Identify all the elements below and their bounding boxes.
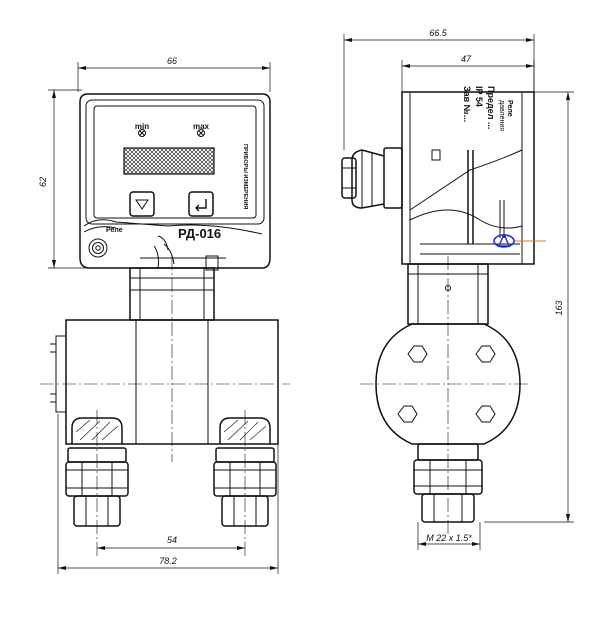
side-label-line3: Предел ... xyxy=(486,86,496,129)
side-housing xyxy=(401,91,535,265)
side-label-line4: IP 54 xyxy=(474,86,484,107)
dim-thread-text: M 22 x 1.5* xyxy=(426,533,472,543)
min-label: min xyxy=(135,122,149,131)
side-cable-gland xyxy=(341,147,403,209)
side-label-line2: давления xyxy=(498,100,505,131)
bolt-hex-bottom-right-icon xyxy=(475,405,496,423)
ground-screw-icon xyxy=(88,238,108,258)
calibration-marker-icon xyxy=(493,232,546,248)
max-label: max xyxy=(193,122,210,131)
dim-overall-width-text: 78.2 xyxy=(159,556,177,566)
dim-side-depth-text: 66.5 xyxy=(429,28,448,38)
dim-front-height-text: 62 xyxy=(38,177,48,187)
model-label: РД-016 xyxy=(178,226,221,241)
min-indicator-icon xyxy=(138,129,146,137)
side-view: 66.5 47 163 xyxy=(341,28,574,550)
side-label-line1: Реле xyxy=(506,100,513,117)
dim-side-housing: 47 xyxy=(401,54,535,92)
brand-label: Реле xyxy=(106,227,123,234)
bolt-hex-bottom-left-icon xyxy=(397,405,418,423)
dim-side-height-text: 163 xyxy=(554,300,564,315)
bolt-hex-top-right-icon xyxy=(475,345,496,363)
side-label: Реле давления Предел ... IP 54 Зав №... xyxy=(462,86,513,131)
dim-side-housing-text: 47 xyxy=(461,54,472,64)
dim-flange-spacing-text: 54 xyxy=(167,535,177,545)
front-side-text: ПРИБОРЫ ИЗМЕРЕНИЯ xyxy=(242,144,248,209)
max-indicator-icon xyxy=(197,129,205,137)
dim-overall-width: 78.2 xyxy=(57,414,279,574)
dim-thread: M 22 x 1.5* xyxy=(417,522,481,550)
dim-side-depth: 66.5 xyxy=(343,28,535,150)
dim-front-width: 66 xyxy=(77,56,271,92)
side-flange xyxy=(375,323,521,445)
front-view: 66 62 min max xyxy=(38,56,290,574)
front-housing xyxy=(79,93,271,269)
lcd-display xyxy=(123,147,215,175)
dim-flange-spacing: 54 xyxy=(97,535,245,550)
side-label-line5: Зав №... xyxy=(462,86,472,122)
dim-front-width-text: 66 xyxy=(167,56,177,66)
dim-side-height: 163 xyxy=(484,91,574,523)
dim-front-height: 62 xyxy=(38,89,90,269)
enter-arrow-icon xyxy=(195,199,207,212)
bolt-hex-top-left-icon xyxy=(407,345,428,363)
triangle-down-icon xyxy=(135,199,149,210)
down-button[interactable] xyxy=(129,191,155,217)
enter-button[interactable] xyxy=(188,191,214,217)
